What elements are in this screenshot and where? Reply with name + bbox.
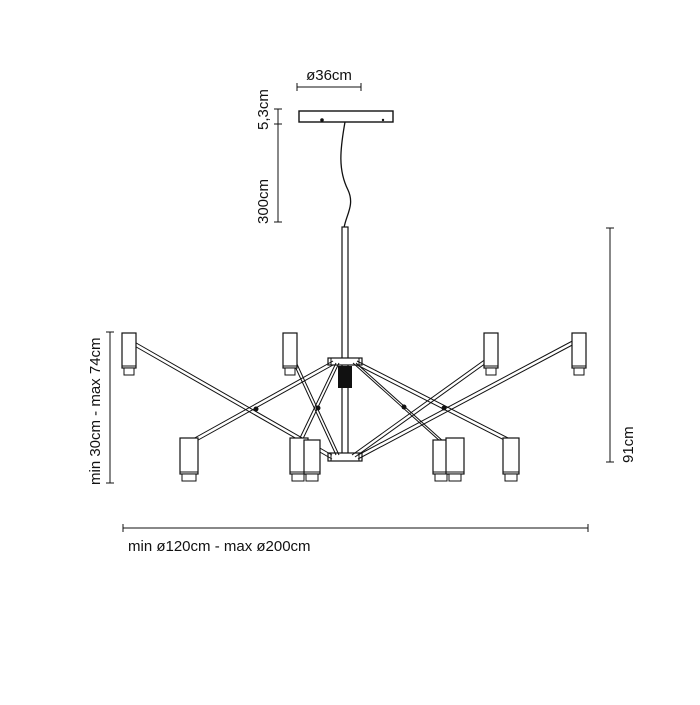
arms — [130, 337, 579, 460]
canopy-diameter-dimension: ø36cm — [296, 67, 362, 91]
canopy-height-label: 5,3cm — [255, 89, 272, 130]
canopy-height-dimension: 5,3cm — [255, 89, 282, 130]
lamp-upper-left — [282, 332, 298, 376]
arm-lower-left-outer — [190, 360, 334, 445]
lamp-lower-far-left — [179, 437, 199, 482]
lamp-lower-left-pair — [289, 437, 321, 482]
arm-height-range-label: min 30cm - max 74cm — [87, 337, 104, 485]
arm-height-dimension: min 30cm - max 74cm — [87, 331, 114, 485]
total-height-label: 91cm — [620, 426, 637, 463]
canopy-diameter-label: ø36cm — [306, 67, 352, 84]
ceiling-canopy — [298, 110, 394, 123]
lower-hub — [327, 452, 363, 462]
arm-lower-left-inner — [297, 362, 340, 444]
arm-joints — [253, 404, 447, 412]
lamp-lower-right-pair — [432, 437, 465, 482]
total-height-dimension: 91cm — [606, 227, 637, 463]
suspension-cable — [340, 121, 352, 229]
lamp-upper-right — [483, 332, 499, 376]
arm-lower-right-inner — [352, 362, 445, 443]
central-stem — [338, 226, 352, 460]
diameter-range-dimension: min ø120cm - max ø200cm — [122, 524, 589, 555]
cable-length-label: 300cm — [255, 179, 272, 224]
lamp-upper-far-right — [571, 332, 587, 376]
lamp-lower-far-right — [502, 437, 520, 482]
arm-far-right — [357, 337, 579, 460]
diameter-range-label: min ø120cm - max ø200cm — [128, 538, 311, 555]
arm-upper-right-inner — [351, 355, 494, 458]
cable-length-dimension: 300cm — [255, 124, 282, 224]
lamp-upper-far-left — [121, 332, 137, 376]
